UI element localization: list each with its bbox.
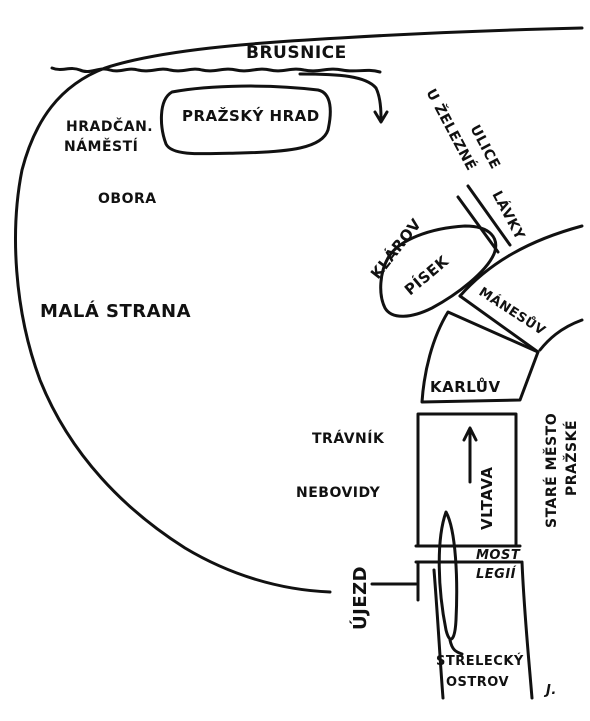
signature: J. [543,683,557,698]
manesuv-bridge-edge [458,294,540,354]
label-ujezd: ÚJEZD [349,566,371,630]
strelecky-ostrov-island [437,510,459,641]
strelecky-pointer [448,638,464,656]
brusnice-arrow [298,72,383,120]
stare-mesto-shore-1 [458,224,584,298]
label-karluv: KARLŮV [430,376,501,396]
label-stare-mesto: STARÉ MĚSTO [543,413,560,528]
brusnice-arrow-head [373,110,389,124]
stare-mesto-shore-2 [538,318,584,352]
karluv-block [420,310,540,404]
ulice-line-1 [466,184,512,247]
label-mala-strana: MALÁ STRANA [40,300,191,322]
label-prazsky-hrad: PRAŽSKÝ HRAD [182,106,320,125]
label-brusnice: BRUSNICE [246,43,347,63]
label-ostrov: OSTROV [446,675,509,690]
label-travnik: TRÁVNÍK [312,430,385,447]
vltava-flow-arrow-head [462,426,478,442]
lower-left-channel [432,568,445,700]
label-hradcanske: HRADČAN. [66,117,153,135]
prazsky-hrad-outline [160,84,332,156]
label-nebovidy: NEBOVIDY [296,485,381,501]
label-strelecky: STŘELECKÝ [436,653,524,669]
mala-strana-outline [14,26,584,594]
ulice-line-2 [456,195,500,254]
label-obora: OBORA [98,191,157,207]
label-namesti: NÁMĚSTÍ [64,138,138,155]
label-most: MOST [476,548,521,563]
label-pisek: PÍSEK [400,251,453,299]
label-prazske: PRAŽSKÉ [563,420,580,496]
pisek-outline [379,224,498,318]
label-lavky: LÁVKY [488,188,528,243]
label-vltava: VLTAVA [478,466,496,530]
lower-right-channel [520,560,534,700]
label-legii: LEGIÍ [476,566,517,582]
